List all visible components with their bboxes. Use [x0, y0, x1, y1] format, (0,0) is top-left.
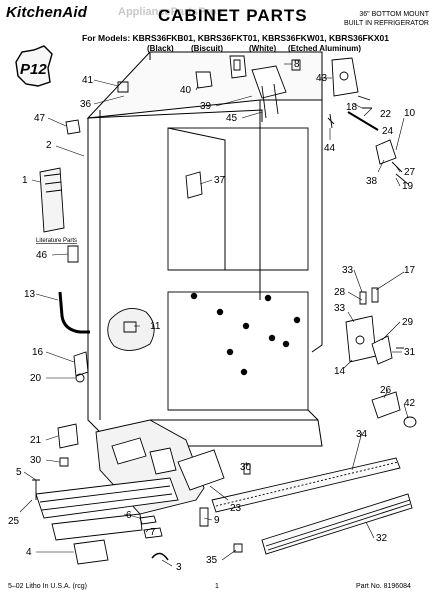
- callout-28: 28: [334, 287, 346, 298]
- bottom-assembly: [35, 419, 413, 565]
- callout-3: 3: [176, 562, 182, 573]
- callout-39: 39: [200, 101, 212, 112]
- center-parts: [107, 171, 203, 351]
- callout-34: 34: [356, 429, 368, 440]
- callout-43: 43: [316, 73, 328, 84]
- callout-11: 11: [150, 321, 161, 332]
- callout-1: 1: [22, 175, 28, 186]
- footer-page-number: 1: [215, 583, 219, 590]
- subtitle-line-1: 36" BOTTOM MOUNT: [359, 11, 429, 18]
- callout-41: 41: [82, 75, 94, 86]
- callout-19: 19: [402, 181, 414, 192]
- callout-33-upper: 33: [342, 265, 354, 276]
- leader-lines: [19, 63, 409, 567]
- callout-17: 17: [404, 265, 416, 276]
- callout-25: 25: [8, 516, 20, 527]
- callout-47: 47: [34, 113, 46, 124]
- callout-13: 13: [24, 289, 36, 300]
- callout-46: 46: [36, 250, 48, 261]
- left-side-parts: [32, 119, 90, 500]
- callout-6: 6: [126, 510, 132, 521]
- callout-8: 8: [294, 59, 300, 70]
- model-caption: (White): [249, 44, 277, 53]
- callout-4: 4: [26, 547, 32, 558]
- literature-parts-label: Literature Parts: [36, 238, 77, 244]
- right-side-parts: [345, 287, 417, 428]
- callout-26: 26: [380, 385, 392, 396]
- brand-logo: KitchenAid: [6, 4, 88, 21]
- callout-5: 5: [16, 467, 22, 478]
- model-caption: (Black): [147, 44, 174, 53]
- callout-30-right: 30: [240, 462, 252, 473]
- callout-16: 16: [32, 347, 44, 358]
- callout-22: 22: [380, 109, 392, 120]
- callout-18: 18: [346, 102, 358, 113]
- callout-29: 29: [402, 317, 414, 328]
- callout-10: 10: [404, 108, 416, 119]
- callout-labels: 41 36 47 2 1 Literature Parts 46 13 16 2…: [8, 59, 416, 573]
- callout-2: 2: [46, 140, 52, 151]
- callout-33-lower: 33: [334, 303, 346, 314]
- callout-24: 24: [382, 126, 394, 137]
- callout-21: 21: [30, 435, 42, 446]
- callout-32: 32: [376, 533, 388, 544]
- callout-35: 35: [206, 555, 218, 566]
- callout-23: 23: [230, 503, 242, 514]
- callout-30-left: 30: [30, 455, 42, 466]
- subtitle-line-2: BUILT IN REFRIGERATOR: [343, 20, 429, 27]
- page-title: CABINET PARTS: [158, 6, 308, 25]
- watermark: AppliancePartsPros: [118, 6, 223, 18]
- page-badge-label: P12: [20, 61, 47, 78]
- top-hinge-parts: [117, 55, 409, 185]
- page-badge: P12: [15, 45, 53, 87]
- callout-7: 7: [150, 527, 156, 538]
- callout-45: 45: [226, 113, 238, 124]
- callout-37: 37: [214, 175, 226, 186]
- model-caption: (Biscuit): [191, 44, 223, 53]
- footer-part-number: Part No. 8196084: [356, 583, 411, 590]
- callout-27: 27: [404, 167, 416, 178]
- cabinet-holes: [190, 292, 301, 376]
- model-caption: (Etched Aluminum): [288, 44, 362, 53]
- callout-14: 14: [334, 366, 346, 377]
- callout-42: 42: [404, 398, 416, 409]
- callout-38: 38: [366, 176, 378, 187]
- callout-31: 31: [404, 347, 416, 358]
- footer-litho: 5–02 Litho In U.S.A. (rcg): [8, 583, 87, 590]
- callout-40: 40: [180, 85, 192, 96]
- models-line: For Models: KBRS36FKB01, KBRS36FKT01, KB…: [82, 33, 390, 43]
- callout-9: 9: [214, 515, 220, 526]
- callout-20: 20: [30, 373, 42, 384]
- callout-44: 44: [324, 143, 336, 154]
- callout-36: 36: [80, 99, 92, 110]
